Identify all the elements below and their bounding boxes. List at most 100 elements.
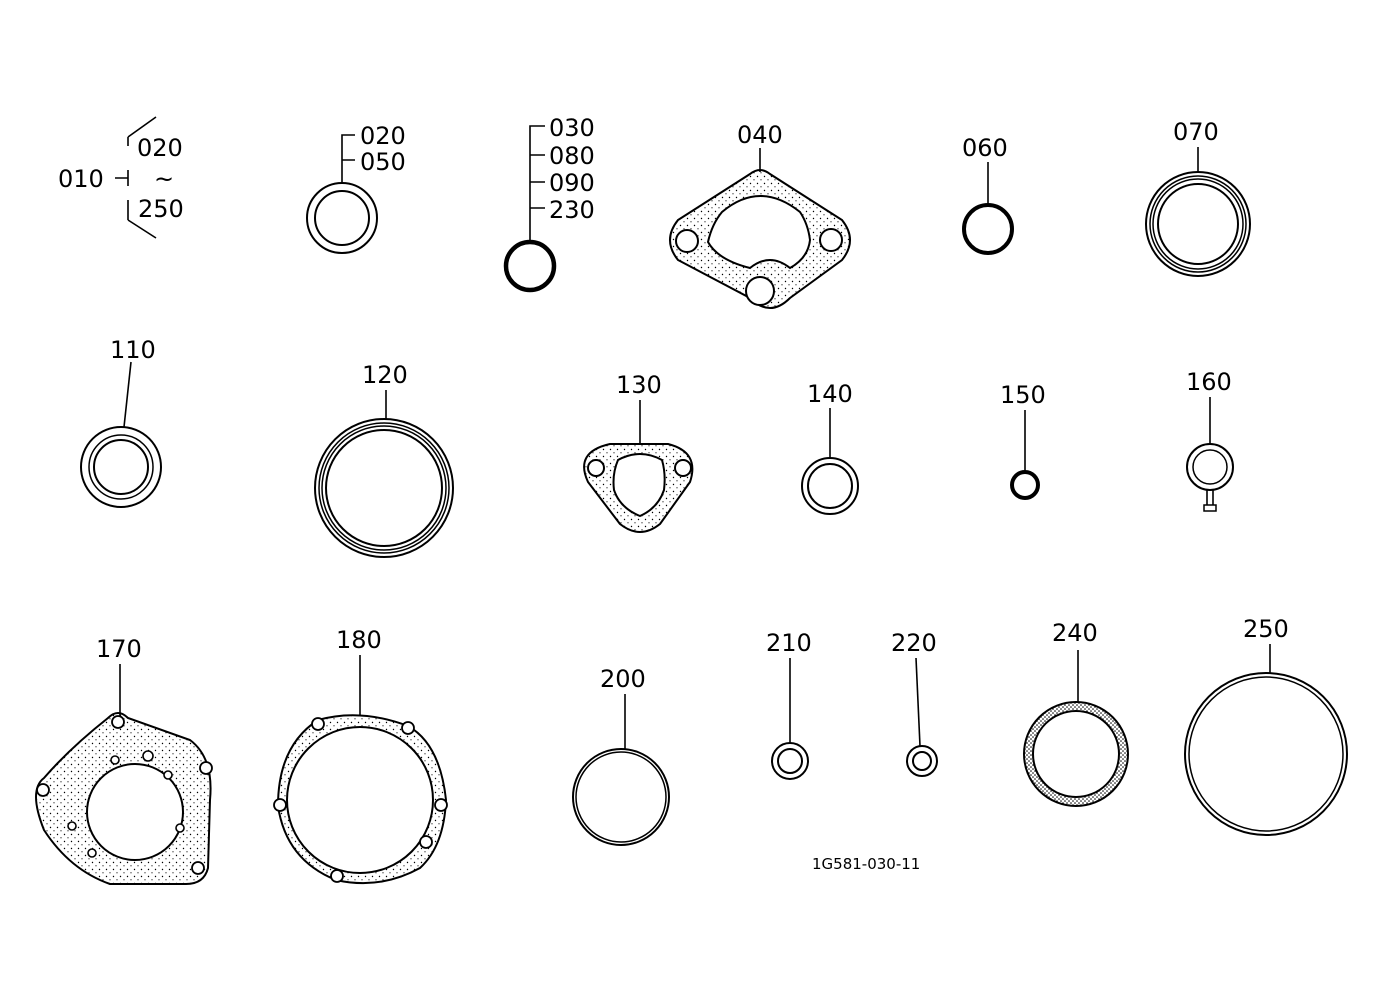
- part-040-gasket[interactable]: 040: [669, 121, 851, 309]
- label-170: 170: [96, 635, 142, 663]
- part-240-packing[interactable]: 240: [1023, 619, 1129, 807]
- label-010: 010: [58, 165, 104, 193]
- label-160: 160: [1186, 368, 1232, 396]
- ring-160-outer: [1186, 443, 1234, 491]
- ring-160-tab-end: [1203, 504, 1217, 512]
- label-050: 050: [360, 148, 406, 176]
- label-010-range-tilde: ~: [154, 165, 174, 193]
- part-110-seal[interactable]: 110: [80, 336, 162, 508]
- gasket-170-hole-1: [111, 715, 125, 729]
- gasket-040-hole-left: [675, 229, 699, 253]
- oring-030: [503, 239, 557, 293]
- leader-010: [115, 116, 157, 239]
- gasket-130-opening: [612, 453, 666, 518]
- label-110: 110: [110, 336, 156, 364]
- part-200-ring[interactable]: 200: [572, 665, 670, 846]
- gasket-180-hole-2: [401, 721, 415, 735]
- seal-110-outer: [80, 426, 162, 508]
- gasket-170-hole-10: [87, 848, 97, 858]
- part-160-ring-with-tab[interactable]: 160: [1186, 368, 1234, 512]
- leader-110: [123, 361, 132, 428]
- seal-110-inner: [93, 439, 149, 495]
- leader-020-050: [341, 134, 355, 183]
- ring-250-outer: [1184, 672, 1348, 836]
- seal-070-r2: [1149, 175, 1247, 273]
- leader-030: [529, 125, 545, 242]
- part-180-gasket[interactable]: 180: [273, 626, 448, 885]
- ring-250-inner: [1188, 676, 1344, 832]
- ring-200-inner: [575, 751, 667, 843]
- gasket-170-hole-9: [67, 821, 77, 831]
- washer-210-inner: [777, 748, 803, 774]
- washer-220-inner: [912, 751, 932, 771]
- seal-120-r2: [318, 422, 450, 554]
- label-060: 060: [962, 134, 1008, 162]
- ring-020-050-outer: [306, 182, 378, 254]
- gasket-130-hole-right: [674, 459, 692, 477]
- seal-120-r4: [325, 429, 443, 547]
- gasket-170-hole-3: [191, 861, 205, 875]
- label-220: 220: [891, 629, 937, 657]
- label-070: 070: [1173, 118, 1219, 146]
- part-220-washer[interactable]: 220: [891, 629, 938, 777]
- seal-110-mid: [88, 434, 154, 500]
- part-020-050-ring[interactable]: 020 050: [306, 122, 406, 254]
- gasket-170-hole-5: [142, 750, 154, 762]
- gasket-180-hole-1: [311, 717, 325, 731]
- gasket-180-hole-3: [434, 798, 448, 812]
- gasket-040-hole-bottom: [745, 276, 775, 306]
- gasket-170-hole-2: [199, 761, 213, 775]
- gasket-170-hole-8: [175, 823, 185, 833]
- ring-140-outer: [801, 457, 859, 515]
- part-150-oring[interactable]: 150: [1000, 381, 1046, 500]
- part-140-ring[interactable]: 140: [801, 380, 859, 515]
- packing-240-inner: [1032, 710, 1120, 798]
- label-090: 090: [549, 169, 595, 197]
- label-230: 230: [549, 196, 595, 224]
- label-150: 150: [1000, 381, 1046, 409]
- oring-150: [1010, 470, 1040, 500]
- part-070-seal[interactable]: 070: [1145, 118, 1251, 277]
- ring-200-outer: [572, 748, 670, 846]
- part-030-oring[interactable]: 030 080 090 230: [503, 114, 595, 293]
- seal-070-r1: [1145, 171, 1251, 277]
- label-140: 140: [807, 380, 853, 408]
- label-180: 180: [336, 626, 382, 654]
- part-210-washer[interactable]: 210: [766, 629, 812, 780]
- drawing-code: 1G581-030-11: [812, 855, 920, 873]
- label-240: 240: [1052, 619, 1098, 647]
- seal-070-r3: [1152, 178, 1244, 270]
- label-200: 200: [600, 665, 646, 693]
- gasket-180-hole-6: [273, 798, 287, 812]
- part-120-seal[interactable]: 120: [314, 361, 454, 558]
- label-120: 120: [362, 361, 408, 389]
- gasket-040-hole-right: [819, 228, 843, 252]
- gasket-180-bore: [286, 726, 434, 874]
- part-130-gasket[interactable]: 130: [583, 371, 694, 533]
- gasket-040-opening: [706, 195, 812, 270]
- gasket-170-hole-4: [36, 783, 50, 797]
- ring-020-050-inner: [314, 190, 370, 246]
- gasket-130-hole-left: [587, 459, 605, 477]
- gasket-180-hole-5: [330, 869, 344, 883]
- label-020: 020: [360, 122, 406, 150]
- part-010-kit[interactable]: 010 020 ~ 250: [58, 116, 184, 239]
- part-170-gasket[interactable]: 170: [35, 635, 213, 885]
- seal-070-r4: [1157, 183, 1239, 265]
- washer-220-outer: [906, 745, 938, 777]
- label-130: 130: [616, 371, 662, 399]
- leader-220: [915, 657, 921, 747]
- part-060-oring[interactable]: 060: [962, 134, 1014, 255]
- label-250: 250: [1243, 615, 1289, 643]
- label-080: 080: [549, 142, 595, 170]
- label-010-range-start: 020: [137, 134, 183, 162]
- oring-060: [962, 203, 1014, 255]
- seal-120-r3: [321, 425, 447, 551]
- gasket-180-hole-4: [419, 835, 433, 849]
- ring-160-inner: [1192, 449, 1228, 485]
- label-010-range-end: 250: [138, 195, 184, 223]
- part-250-ring[interactable]: 250: [1184, 615, 1348, 836]
- seal-120-r1: [314, 418, 454, 558]
- gasket-170-hole-7: [110, 755, 120, 765]
